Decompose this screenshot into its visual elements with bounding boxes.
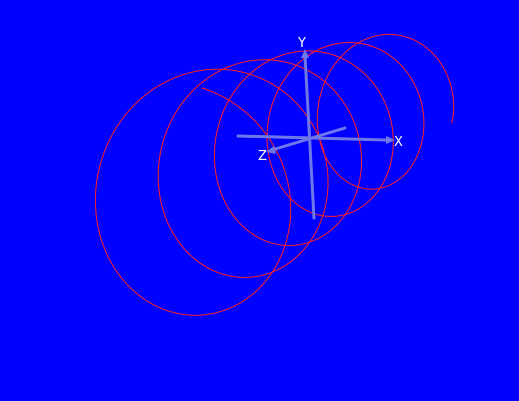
- z-axis-label: Z: [258, 149, 267, 164]
- z-axis-arrowhead: [266, 146, 276, 154]
- axes-gizmo: Y X Z: [236, 36, 403, 220]
- y-axis-label: Y: [297, 36, 306, 51]
- y-axis-arrowhead: [301, 49, 309, 58]
- helix-curve: [94, 33, 455, 316]
- x-axis-label: X: [394, 135, 403, 150]
- x-axis-arrowhead: [386, 136, 395, 144]
- z-axis-line: [270, 126, 347, 152]
